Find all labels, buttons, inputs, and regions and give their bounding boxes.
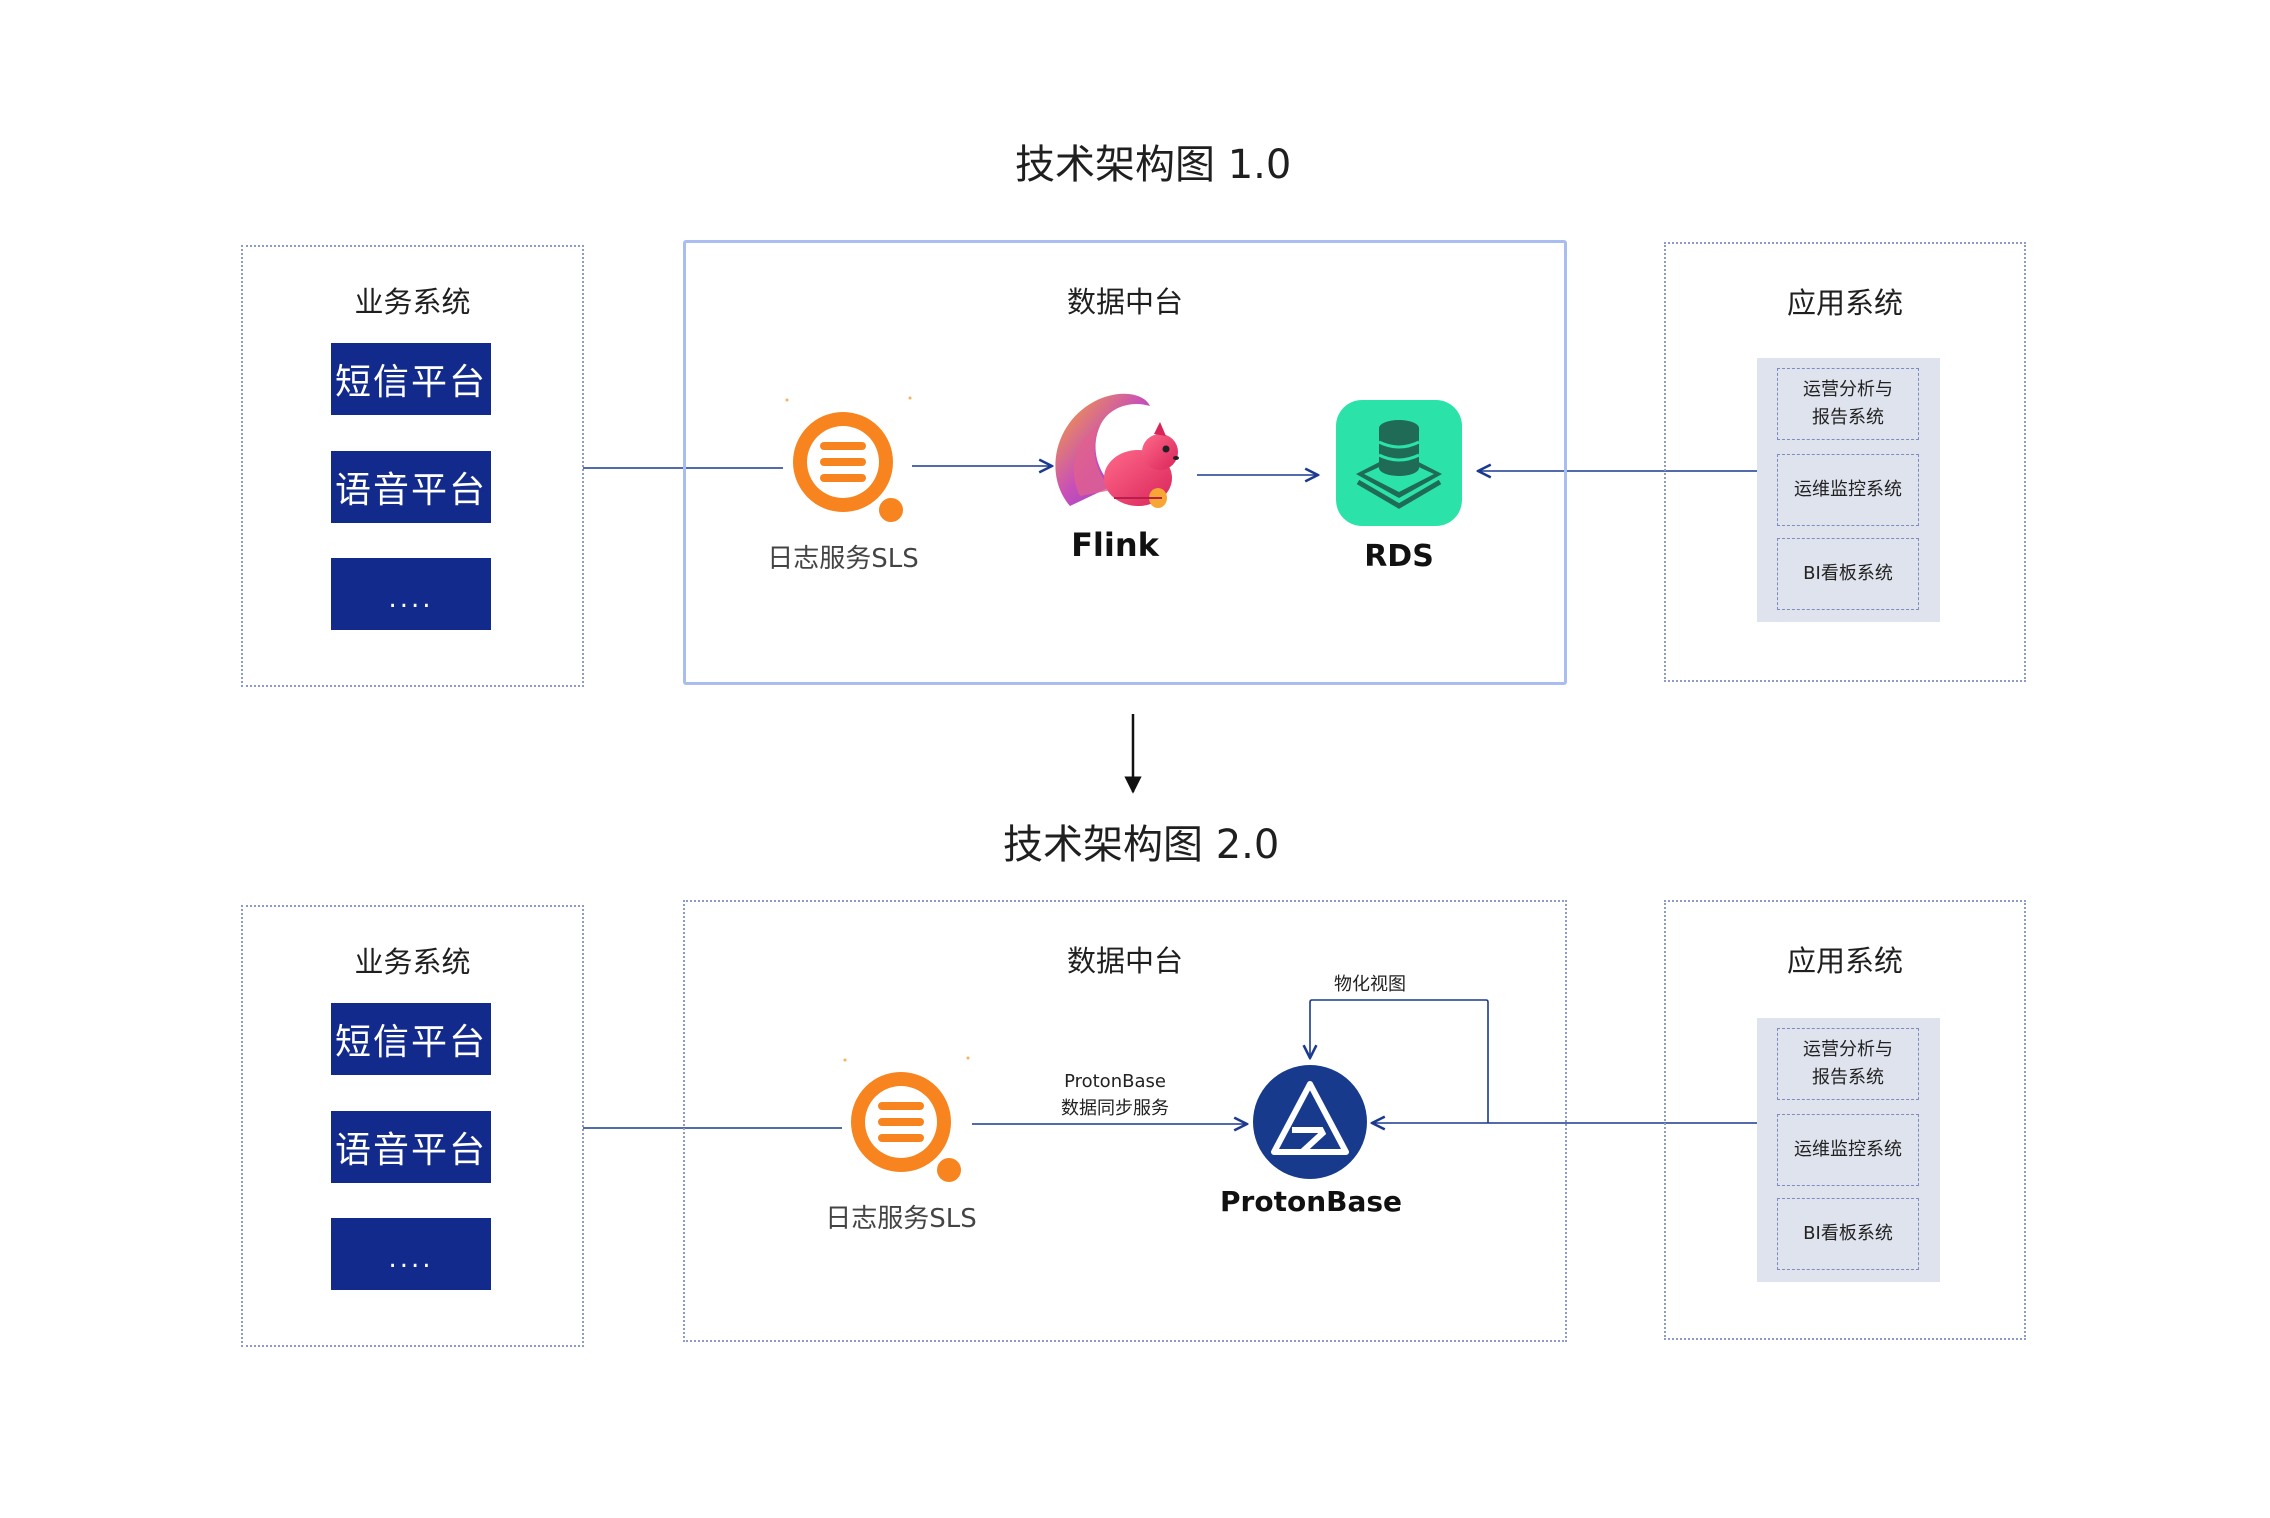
business-panel-title: 业务系统 (354, 945, 471, 979)
app-stack: 运营分析与 报告系统 运维监控系统 BI看板系统 (1757, 358, 1940, 622)
data-platform-panel-v2: 数据中台 (683, 900, 1567, 1342)
protonbase-label: ProtonBase (1220, 1185, 1403, 1218)
business-systems-panel-v1: 业务系统 短信平台 语音平台 .... (241, 245, 584, 687)
app-stack: 运营分析与 报告系统 运维监控系统 BI看板系统 (1757, 1018, 1940, 1282)
business-systems-panel-v2: 业务系统 短信平台 语音平台 .... (241, 905, 584, 1347)
sync-service-edge-label: ProtonBase 数据同步服务 (1061, 1071, 1169, 1119)
bi-dashboard-system: BI看板系统 (1777, 1198, 1919, 1270)
ops-analysis-report-system: 运营分析与 报告系统 (1777, 368, 1919, 440)
ops-analysis-report-system: 运营分析与 报告系统 (1777, 1028, 1919, 1100)
business-panel-title: 业务系统 (354, 285, 471, 319)
rds-database-icon (1336, 400, 1462, 526)
flink-label: Flink (1071, 526, 1159, 564)
data-platform-title: 数据中台 (1066, 285, 1183, 319)
more-platforms-block: .... (331, 558, 491, 630)
ops-monitoring-system: 运维监控系统 (1777, 1114, 1919, 1186)
application-systems-panel-v2: 应用系统 运营分析与 报告系统 运维监控系统 BI看板系统 (1664, 900, 2026, 1340)
sls-label-v2: 日志服务SLS (825, 1204, 977, 1234)
flink-squirrel-icon (1050, 386, 1190, 514)
application-systems-panel-v1: 应用系统 运营分析与 报告系统 运维监控系统 BI看板系统 (1664, 242, 2026, 682)
sms-platform-block: 短信平台 (331, 1003, 491, 1075)
data-platform-panel-v1: 数据中台 (683, 240, 1567, 685)
edge-materialized-view-loop (1310, 999, 1489, 1123)
bi-dashboard-system: BI看板系统 (1777, 538, 1919, 610)
materialized-view-edge-label: 物化视图 (1334, 974, 1406, 995)
ops-monitoring-system: 运维监控系统 (1777, 454, 1919, 526)
diagram-v2-title: 技术架构图 2.0 (1003, 822, 1280, 868)
apps-panel-title: 应用系统 (1786, 944, 1903, 978)
apps-panel-title: 应用系统 (1786, 286, 1903, 320)
sls-logo-icon (835, 1052, 975, 1192)
diagram-v1-title: 技术架构图 1.0 (1015, 142, 1292, 188)
sms-platform-block: 短信平台 (331, 343, 491, 415)
data-platform-title: 数据中台 (1066, 944, 1183, 978)
sls-logo-icon (777, 392, 917, 532)
voice-platform-block: 语音平台 (331, 451, 491, 523)
more-platforms-block: .... (331, 1218, 491, 1290)
sls-label-v1: 日志服务SLS (767, 544, 919, 574)
protonbase-logo-icon (1252, 1064, 1368, 1180)
rds-label: RDS (1364, 539, 1434, 574)
voice-platform-block: 语音平台 (331, 1111, 491, 1183)
